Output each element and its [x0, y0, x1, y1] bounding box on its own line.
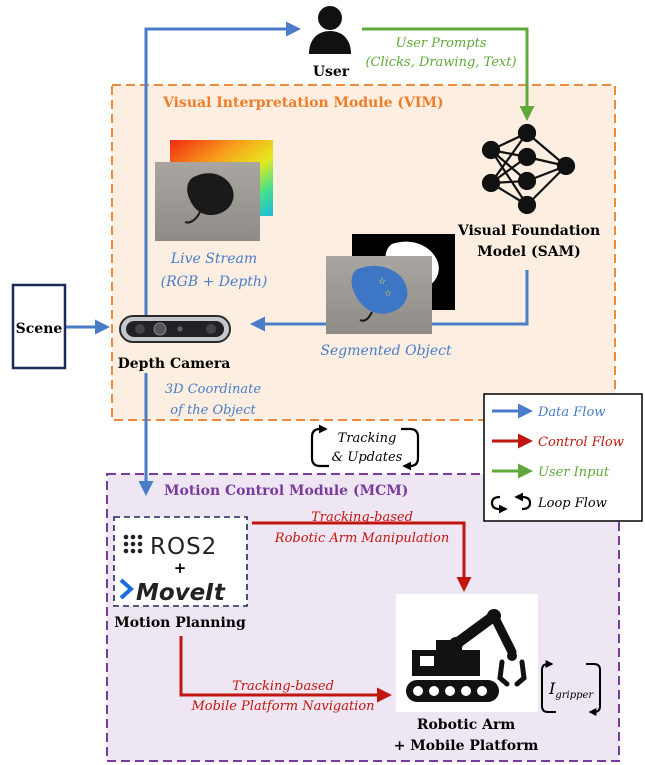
loop-icon-tracking — [310, 424, 420, 471]
manip-line2: Robotic Arm Manipulation — [274, 531, 449, 546]
vim-title: Visual Interpretation Module (VIM) — [162, 95, 444, 111]
live-stream-line1: Live Stream — [170, 251, 257, 267]
legend-box — [483, 393, 643, 522]
depth-camera-label: Depth Camera — [118, 356, 231, 372]
segmented-images: ☆ ☆ — [326, 234, 455, 334]
robot-label-line1: Robotic Arm — [417, 717, 516, 733]
arrow-planning-to-platform — [179, 636, 392, 703]
neural-network-icon — [481, 123, 576, 215]
user-prompts-line1: User Prompts — [396, 36, 487, 51]
arrow-planning-to-arm — [252, 521, 472, 592]
robot-label-line2: + Mobile Platform — [394, 738, 539, 754]
legend-data-flow-label: Data Flow — [537, 405, 605, 420]
legend-control-flow-label: Control Flow — [538, 435, 624, 450]
ros-logo-text: ROS2 — [150, 534, 217, 560]
ros-moveit-logo: ROS2 + MoveIt — [113, 516, 248, 607]
user-label: User — [313, 64, 350, 80]
svg-text:☆: ☆ — [384, 289, 392, 299]
legend: Data Flow Control Flow User Input Loop F… — [483, 393, 643, 522]
segmented-object-label: Segmented Object — [320, 343, 452, 359]
moveit-logo-text: MoveIt — [136, 580, 226, 606]
coordinate-line2: of the Object — [170, 403, 256, 418]
nav-line2: Mobile Platform Navigation — [190, 699, 374, 714]
manip-line1: Tracking-based — [311, 510, 413, 525]
tracking-updates-line2: & Updates — [332, 450, 403, 465]
ros-dots-icon — [123, 534, 143, 554]
live-stream-images — [155, 140, 273, 241]
live-stream-line2: (RGB + Depth) — [161, 274, 268, 290]
tracking-updates-line1: Tracking — [338, 431, 397, 446]
legend-user-input-label: User Input — [538, 465, 610, 480]
scene-label: Scene — [16, 321, 63, 337]
nav-line1: Tracking-based — [232, 679, 334, 694]
person-icon — [309, 6, 351, 54]
coordinate-line1: 3D Coordinate — [165, 382, 261, 397]
motion-planning-label: Motion Planning — [114, 615, 246, 631]
robotic-arm-icon — [406, 609, 527, 702]
user-prompts-line2: (Clicks, Drawing, Text) — [365, 55, 516, 70]
legend-loop-icon — [490, 492, 532, 514]
depth-camera-icon — [119, 315, 231, 343]
moveit-chevron-icon — [119, 578, 134, 600]
legend-loop-flow-label: Loop Flow — [537, 496, 607, 511]
ros-plus: + — [174, 559, 187, 577]
scene-box — [11, 283, 67, 370]
arrow-camera-to-user — [144, 21, 301, 318]
gripper-label: Igripper — [548, 679, 594, 701]
mcm-title: Motion Control Module (MCM) — [164, 483, 408, 499]
vfm-label-line1: Visual Foundation — [457, 223, 600, 239]
arrow-user-to-sam — [362, 27, 535, 121]
svg-text:☆: ☆ — [378, 277, 386, 287]
vfm-label-line2: Model (SAM) — [477, 244, 580, 260]
loop-icon-gripper — [541, 660, 601, 716]
